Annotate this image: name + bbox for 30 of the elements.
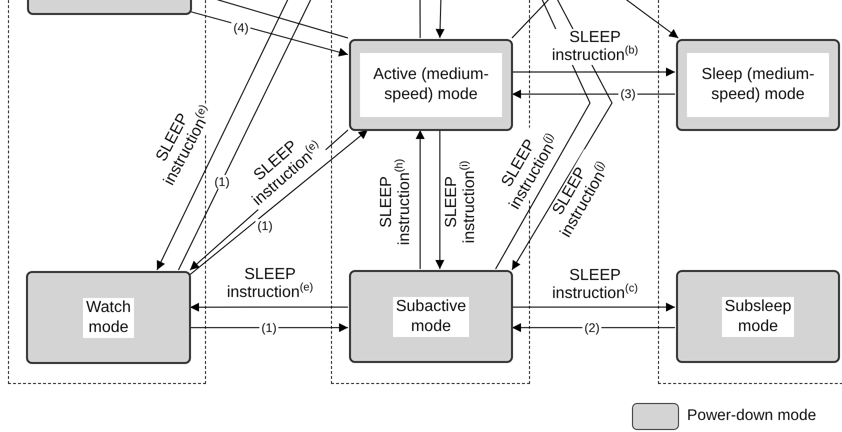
edge-label: (1) — [212, 175, 232, 189]
arrow — [436, 0, 445, 38]
mode-name: Subsleep mode — [722, 296, 794, 336]
mode-box — [349, 39, 513, 131]
edge-label: SLEEP instruction$^{(b)}$ — [550, 29, 640, 65]
arrow — [190, 11, 348, 57]
edge-label: (1) — [255, 219, 275, 233]
mode-name: Watch mode — [83, 298, 134, 338]
mode-group-frame — [658, 0, 842, 384]
arrow — [416, 130, 425, 270]
edge-label: (1) — [259, 321, 279, 335]
edge-label: (2) — [582, 321, 602, 335]
arrow — [156, 0, 290, 270]
mode-name: Sleep (medium-speed) mode — [687, 53, 829, 117]
mode-box — [349, 270, 513, 363]
arrow — [190, 302, 348, 312]
mode-name: Subactive mode — [392, 296, 470, 336]
arrow — [512, 302, 676, 312]
mode-box — [676, 270, 840, 363]
edge-label: (3) — [618, 87, 638, 101]
edge-label: (4) — [231, 21, 251, 35]
arrow — [190, 323, 348, 332]
arrow — [512, 323, 676, 332]
arrow — [512, 68, 676, 77]
arrow — [435, 130, 444, 270]
mode-box — [676, 39, 840, 131]
mode-box — [26, 271, 191, 364]
mode-name: Active (medium-speed) mode — [360, 53, 502, 117]
legend-text: Power-down mode — [687, 407, 816, 425]
arrow — [512, 90, 676, 99]
